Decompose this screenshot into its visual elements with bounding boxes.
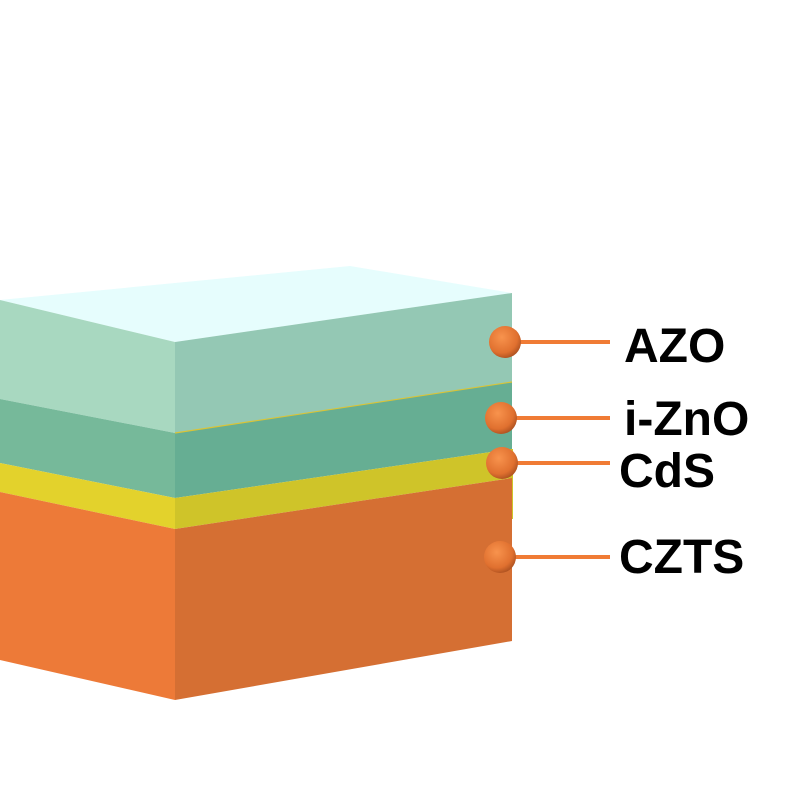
layer-czts-front (0, 492, 175, 700)
layer-cds-side (175, 449, 512, 529)
label-czts: CZTS (619, 531, 744, 584)
label-izno: i-ZnO (624, 393, 749, 446)
marker-dot-azo (489, 326, 521, 358)
layer-azo-front (0, 300, 175, 433)
layer-czts-side (175, 478, 512, 700)
layer-azo-side (175, 293, 512, 433)
marker-dot-czts (484, 541, 516, 573)
layer-izno-side (175, 382, 512, 498)
layer-izno-front (0, 399, 175, 498)
layer-top-face (0, 266, 512, 342)
marker-dot-izno (485, 402, 517, 434)
label-cds: CdS (619, 445, 715, 498)
marker-dot-cds (486, 447, 518, 479)
layer-cds-front (0, 463, 175, 529)
label-azo: AZO (624, 320, 725, 373)
